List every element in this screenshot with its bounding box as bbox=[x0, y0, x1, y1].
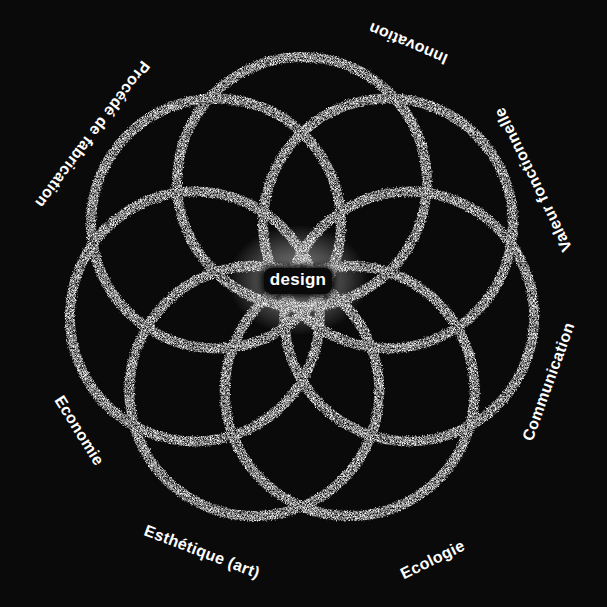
chalk-circle bbox=[70, 192, 320, 442]
ring-label-holder: Innovation bbox=[365, 18, 450, 68]
ring-label-holder: Ecologie bbox=[397, 536, 468, 584]
chalk-circle bbox=[129, 266, 379, 516]
ring-label-holder: Esthétique (art) bbox=[142, 521, 263, 583]
chalk-circle bbox=[91, 98, 341, 348]
aspect-label: Communication bbox=[518, 320, 579, 444]
center-label-holder: design bbox=[264, 268, 333, 293]
ring-label-holder: Communication bbox=[518, 320, 579, 444]
aspect-label: Innovation bbox=[365, 18, 450, 68]
center-word: design bbox=[264, 268, 333, 293]
aspect-label: Esthétique (art) bbox=[142, 521, 263, 583]
aspect-label: Ecologie bbox=[397, 536, 468, 584]
chalk-circles bbox=[70, 57, 534, 516]
